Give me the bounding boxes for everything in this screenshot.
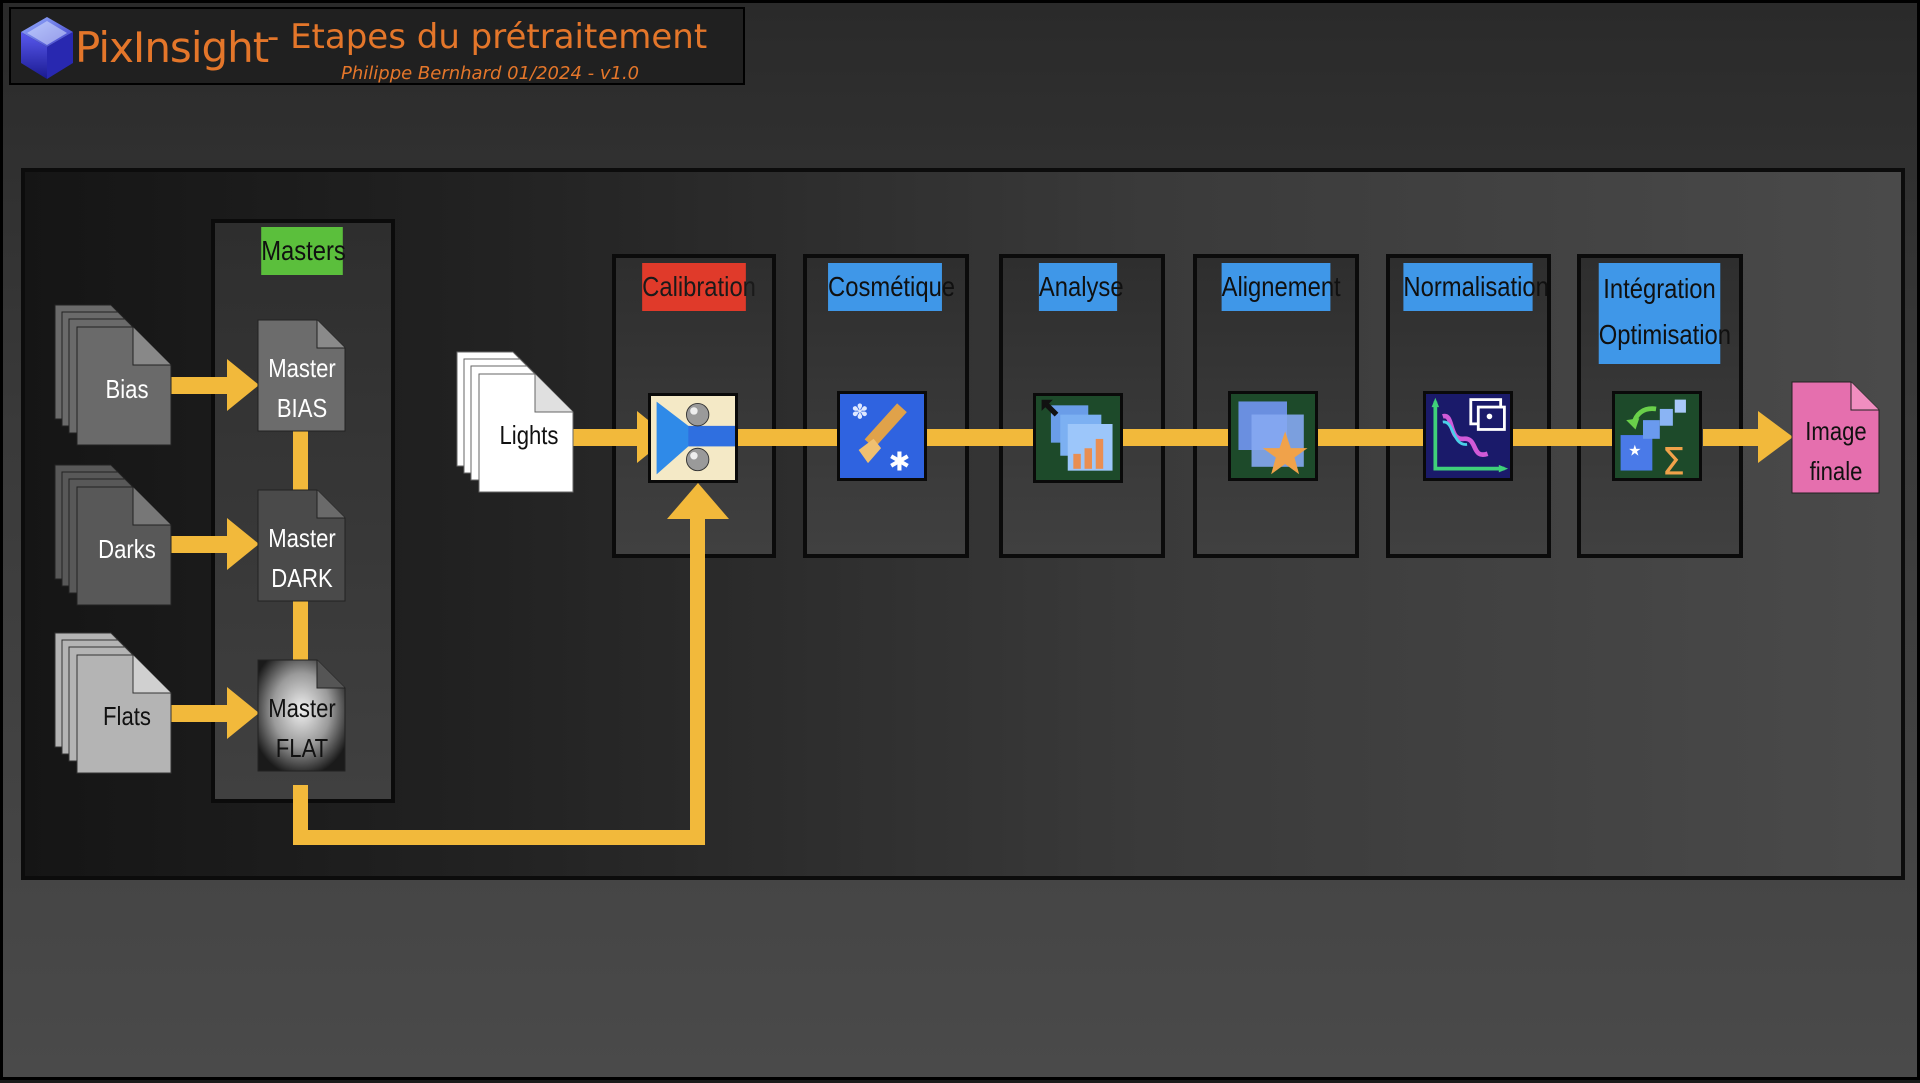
connector-flat-up: [690, 513, 705, 845]
step-label-calibration: Calibration: [642, 263, 756, 311]
arrow-bias-to-master: [171, 377, 231, 394]
step-label-integration: Intégration Optimisation: [1598, 263, 1732, 364]
master-flat-line2: FLAT: [275, 733, 329, 763]
final-image-line1: Image: [1805, 416, 1867, 446]
connector-dark-flat: [293, 601, 308, 661]
page-subtitle: Philippe Bernhard 01/2024 - v1.0: [341, 63, 640, 84]
final-image-label: Image finale: [1798, 411, 1875, 491]
master-dark-icon: [257, 489, 346, 602]
app-name: PixInsight: [75, 23, 269, 72]
svg-text:✽: ✽: [851, 399, 868, 423]
final-image-icon: [1791, 381, 1880, 494]
integration-sigma-icon: ★ Σ: [1612, 391, 1702, 481]
connector-bias-dark: [293, 431, 308, 491]
arrow-normalization-to-integration: [1511, 429, 1617, 446]
flats-stack-icon: [54, 632, 172, 774]
step-label-cosmetic: Cosmétique: [828, 263, 955, 311]
lights-stack-icon: [456, 351, 574, 493]
arrow-flats-to-master: [171, 705, 231, 722]
master-bias-line2: BIAS: [276, 393, 328, 423]
master-dark-line1: Master: [268, 523, 336, 553]
header-banner: PixInsight - Etapes du prétraitement Phi…: [9, 7, 745, 85]
master-dark-label: Master DARK: [264, 518, 341, 598]
calibration-icon: [648, 393, 738, 483]
arrowhead-bias: [227, 359, 259, 411]
arrowhead-final: [1758, 411, 1793, 463]
page-title: - Etapes du prétraitement: [267, 17, 708, 57]
masters-label: Masters: [261, 227, 346, 275]
master-flat-label: Master FLAT: [264, 688, 341, 768]
cosmetic-brush-icon: ✽ ✱: [837, 391, 927, 481]
star-alignment-icon: [1228, 391, 1318, 481]
step-label-analysis: Analyse: [1038, 263, 1124, 311]
arrow-cosmetic-to-analysis: [927, 429, 1033, 446]
master-flat-icon: [257, 659, 346, 772]
bias-stack-icon: [54, 304, 172, 446]
step-label-integration-line1: Intégration: [1603, 273, 1716, 304]
pixinsight-logo-icon: [21, 17, 73, 79]
flow-arrows: [171, 359, 1793, 845]
master-dark-line2: DARK: [271, 563, 333, 593]
connector-flat-horizontal: [293, 830, 705, 845]
master-bias-label: Master BIAS: [264, 348, 341, 428]
master-flat-line1: Master: [268, 693, 336, 723]
darks-stack-icon: [54, 464, 172, 606]
arrowhead-darks: [227, 518, 259, 570]
flats-label: Flats: [103, 701, 151, 731]
svg-text:★: ★: [1628, 442, 1641, 460]
step-label-alignment: Alignement: [1221, 263, 1341, 311]
final-image-line2: finale: [1809, 456, 1863, 486]
arrow-calibration-to-cosmetic: [738, 429, 842, 446]
step-label-integration-line2: Optimisation: [1598, 319, 1732, 350]
arrow-lights-to-calibration: [573, 429, 643, 446]
svg-text:Σ: Σ: [1662, 439, 1686, 481]
svg-text:✱: ✱: [889, 448, 911, 478]
darks-label: Darks: [98, 534, 156, 564]
arrow-alignment-to-normalization: [1317, 429, 1427, 446]
arrow-analysis-to-alignment: [1122, 429, 1228, 446]
arrowhead-flats: [227, 687, 259, 739]
arrow-darks-to-master: [171, 536, 231, 553]
arrowhead-flat-to-calibration: [667, 483, 729, 519]
normalization-curve-icon: [1423, 391, 1513, 481]
master-bias-icon: [257, 319, 346, 432]
step-label-normalization: Normalisation: [1403, 263, 1549, 311]
analysis-chart-icon: [1033, 393, 1123, 483]
arrow-integration-to-final: [1703, 429, 1763, 446]
lights-label: Lights: [499, 420, 559, 450]
bias-label: Bias: [105, 374, 149, 404]
master-bias-line1: Master: [268, 353, 336, 383]
